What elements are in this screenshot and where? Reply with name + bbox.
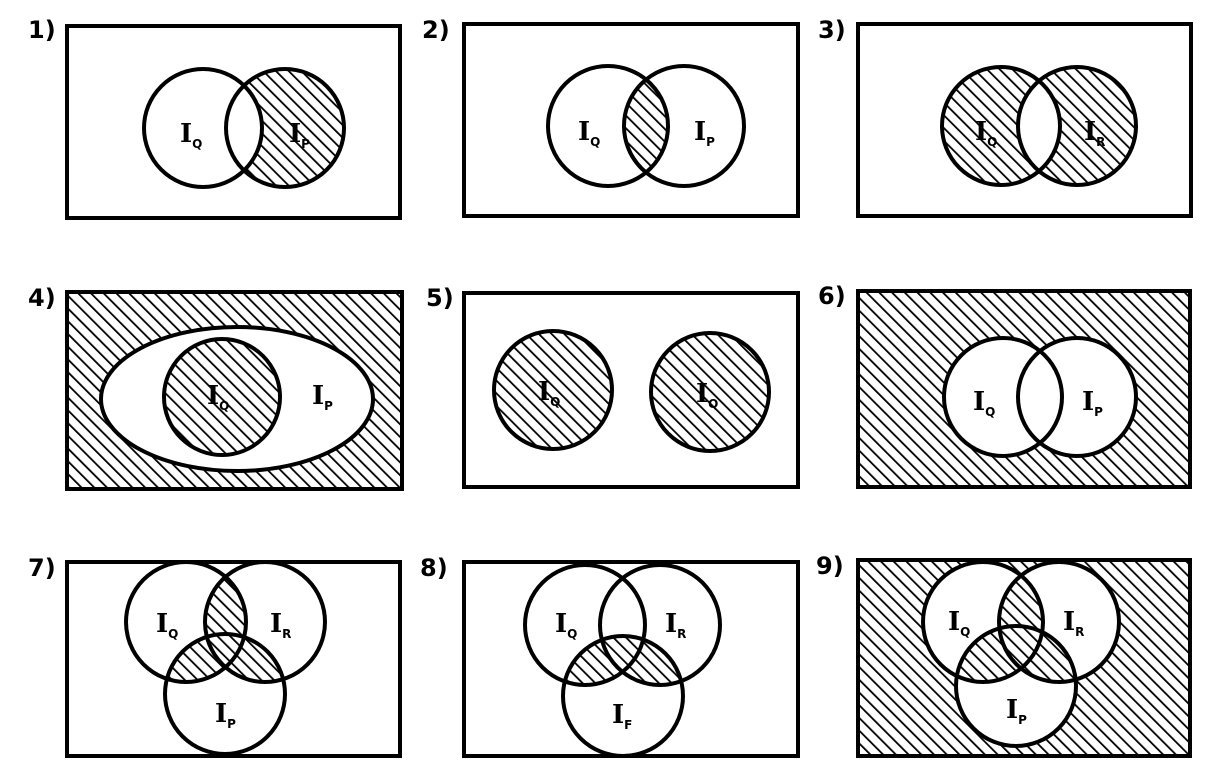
set-circle-a: [546, 64, 670, 188]
set-circle-b: [224, 67, 346, 189]
set-circle-b: [1016, 336, 1138, 458]
panel-number: 4): [28, 284, 56, 312]
set-label-c: IP: [215, 699, 236, 731]
set-label-a: IQ: [180, 119, 202, 151]
set-circle-a: [124, 560, 248, 684]
circle-fill-b: [1018, 338, 1136, 456]
set-ellipse-b: [99, 325, 375, 473]
shaded-region-ac: [165, 634, 246, 682]
shaded-region-inner: [164, 339, 280, 455]
set-label-a: IQ: [538, 377, 560, 409]
shaded-region-b: [651, 333, 769, 451]
set-label-a: IQ: [948, 607, 970, 639]
universe-frame: [856, 558, 1192, 758]
set-circle-b: [1016, 65, 1138, 187]
set-circle-c: [163, 632, 287, 756]
universe-frame: [65, 24, 402, 220]
set-label-c: IF: [612, 700, 632, 732]
panel-number: 8): [420, 554, 448, 582]
set-label-b: IR: [1084, 117, 1105, 149]
set-label-b: IR: [270, 609, 291, 641]
set-label-b: IQ: [696, 379, 718, 411]
set-circle-b: [622, 64, 746, 188]
panel-1: 1) IQ IP: [28, 16, 402, 220]
set-circle-a: [940, 65, 1062, 187]
panel-5: 5) IQ IQ: [426, 284, 800, 489]
shaded-region: [624, 66, 668, 186]
set-label-b: IP: [312, 381, 333, 413]
panel-9: 9) IQ IR IP: [816, 552, 1192, 758]
set-circle-c: [954, 624, 1078, 748]
panel-7: 7) IQ IR IP: [28, 554, 402, 758]
set-circle-b: [649, 331, 771, 453]
set-label-b: IP: [694, 117, 715, 149]
panel-2: 2) IQ IP: [422, 16, 800, 218]
panel-8: 8) IQ IR IF: [420, 554, 800, 758]
set-circle-a: [523, 563, 647, 687]
set-circle-b: [997, 560, 1121, 684]
panel-6: 6) IQ IP: [818, 282, 1192, 489]
set-circle-b: [598, 563, 722, 687]
set-circle-a: [142, 67, 264, 189]
universe-frame: [65, 560, 402, 758]
set-label-a: IQ: [973, 387, 995, 419]
set-label-a: IQ: [578, 117, 600, 149]
shaded-region-bc: [999, 626, 1076, 682]
shaded-region-a: [494, 331, 612, 449]
shaded-region-ac: [956, 626, 1043, 682]
set-label-a: IQ: [555, 609, 577, 641]
universe-frame: [856, 289, 1192, 489]
universe-frame: [65, 290, 404, 491]
set-label-b: IR: [1063, 607, 1084, 639]
set-circle-a: [921, 560, 1045, 684]
set-circle-a: [942, 336, 1064, 458]
panel-3: 3) IQ IR: [818, 16, 1193, 218]
panel-number: 2): [422, 16, 450, 44]
shaded-region-bc: [205, 634, 285, 682]
panel-number: 9): [816, 552, 844, 580]
set-circle-a: [492, 329, 614, 451]
set-label-a: IQ: [156, 609, 178, 641]
panel-number: 7): [28, 554, 56, 582]
set-label-a: IQ: [975, 117, 997, 149]
panel-number: 5): [426, 284, 454, 312]
set-label-c: IP: [1006, 695, 1027, 727]
shaded-region-bc: [600, 636, 683, 685]
panel-4: 4) IQ IP: [28, 284, 404, 491]
set-label-a: IQ: [207, 381, 229, 413]
shaded-region-b: [1018, 67, 1136, 185]
panel-number: 3): [818, 16, 846, 44]
set-label-b: IP: [1082, 387, 1103, 419]
set-circle-c: [561, 634, 685, 758]
set-label-b: IP: [289, 119, 310, 151]
set-label-b: IR: [665, 609, 686, 641]
set-circle-a: [162, 337, 282, 457]
universe-frame: [856, 22, 1193, 218]
universe-frame: [462, 22, 800, 218]
panel-number: 1): [28, 16, 56, 44]
universe-frame: [462, 291, 800, 489]
panel-number: 6): [818, 282, 846, 310]
set-circle-b: [203, 560, 327, 684]
